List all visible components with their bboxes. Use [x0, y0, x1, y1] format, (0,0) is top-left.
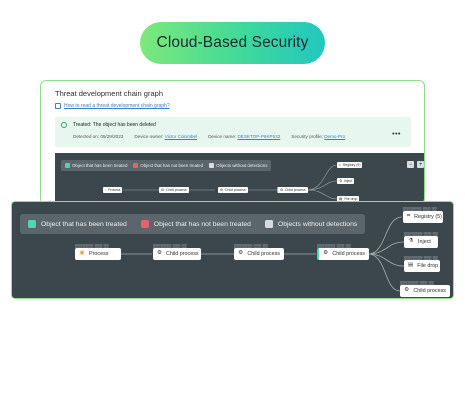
gear-icon: ⚙ — [157, 250, 162, 257]
node-file-drop-label: File drop — [417, 263, 439, 269]
node-inject-label: Inject — [418, 239, 431, 245]
node-child-1-label: Child process — [165, 251, 199, 257]
device-owner-link[interactable]: Victor Colombel — [164, 134, 198, 139]
legend-treated-label: Object that has been treated — [41, 220, 127, 228]
mini-legend-treated: Object that has been treated — [65, 163, 127, 169]
node-file-drop[interactable]: ▤ File drop — [404, 260, 440, 272]
no-detection-swatch — [209, 163, 215, 169]
registry-icon: ⌗ — [407, 213, 411, 220]
security-profile-link[interactable]: Demo-Pro — [324, 134, 346, 139]
gear-icon: ⚙ — [323, 250, 329, 257]
mini-legend: Object that has been treated Object that… — [61, 160, 272, 171]
device-owner-label: Device owner: — [134, 134, 164, 139]
legend-no-detection: Objects without detections — [264, 220, 358, 228]
node-registry[interactable]: ⌗ Registry (5) — [403, 211, 443, 223]
file-icon: ▤ — [408, 262, 414, 269]
zoom-controls: − + — [407, 161, 424, 168]
node-caption: ▒▒▒▒▒▒▒ ▒▒▒ ▒▒ — [234, 244, 268, 248]
node-caption: ▒▒▒▒▒▒▒ ▒▒▒ ▒▒ — [404, 232, 438, 236]
treated-banner: Treated: The object has been deleted Det… — [55, 117, 411, 147]
hero-title-pill: Cloud-Based Security — [140, 22, 325, 64]
gear-icon: ⚙ — [238, 250, 244, 257]
gear-icon: ⚙ — [280, 188, 284, 192]
inject-icon: ⚗ — [339, 179, 343, 183]
no-detection-swatch — [264, 220, 273, 228]
node-caption: ▒▒▒▒▒▒▒ ▒▒▒ ▒▒ — [75, 244, 109, 248]
mini-legend-not-treated: Object that has not been treated — [133, 163, 203, 169]
file-icon: ▤ — [339, 197, 343, 201]
node-process[interactable]: ▣ Process — [75, 248, 121, 260]
zoom-out-button[interactable]: − — [407, 161, 414, 168]
gear-icon: ⚙ — [404, 287, 410, 294]
device-name: Device name: DESKTOP-P6KP532 — [208, 134, 280, 139]
device-name-label: Device name: — [208, 134, 237, 139]
node-child-process-3[interactable]: ⚙ Child process — [317, 248, 369, 260]
node-caption: ▒▒▒▒▒▒▒ ▒▒▒ ▒▒ — [403, 207, 437, 211]
threat-graph-zoomed[interactable]: Object that has been treated Object that… — [11, 201, 454, 299]
help-link-label: How to read a threat development chain g… — [64, 103, 170, 109]
process-icon: ▣ — [79, 250, 85, 257]
inject-icon: ⚗ — [408, 238, 414, 245]
external-link-icon — [55, 103, 61, 109]
treated-swatch — [28, 220, 36, 228]
node-child-3-label: Child process — [332, 251, 365, 257]
legend-no-detection-label: Objects without detections — [277, 220, 358, 228]
node-child-process-4[interactable]: ⚙ Child process — [400, 285, 450, 297]
mini-legend-no-detection: Objects without detections — [209, 163, 267, 169]
mini-node-child-1[interactable]: ⚙Child process — [159, 187, 189, 193]
registry-icon: ⌗ — [339, 163, 341, 167]
node-child-process-1[interactable]: ⚙ Child process — [153, 248, 201, 260]
device-name-link[interactable]: DESKTOP-P6KP532 — [237, 134, 281, 139]
hero-title: Cloud-Based Security — [156, 34, 309, 51]
treated-swatch — [65, 163, 70, 169]
security-profile-label: Security profile: — [291, 134, 323, 139]
check-circle-icon — [61, 122, 67, 128]
node-inject[interactable]: ⚗ Inject — [404, 236, 438, 248]
mini-node-child-3[interactable]: ⚙Child process — [277, 187, 308, 193]
not-treated-swatch — [133, 163, 139, 169]
legend-not-treated-label: Object that has not been treated — [153, 220, 251, 228]
node-caption: ▒▒▒▒▒▒▒ ▒▒▒ ▒▒ — [153, 244, 187, 248]
node-caption: ▒▒▒▒▒▒▒ ▒▒▒ ▒▒ — [404, 256, 438, 260]
mini-node-inject[interactable]: ⚗Inject — [337, 178, 355, 184]
node-caption: ▒▒▒▒▒▒▒ ▒▒▒ ▒▒ — [400, 281, 434, 285]
mini-node-file-drop[interactable]: ▤File drop — [337, 196, 360, 202]
device-owner: Device owner: Victor Colombel — [134, 134, 197, 139]
node-child-process-2[interactable]: ⚙ Child process — [234, 248, 284, 260]
detection-meta: Detected on: 09/29/2023 Device owner: Vi… — [73, 134, 345, 139]
node-child-4-label: Child process — [413, 288, 446, 294]
node-process-label: Process — [89, 251, 109, 257]
gear-icon: ⚙ — [161, 188, 165, 192]
process-icon: ▪ — [105, 188, 107, 192]
legend-treated: Object that has been treated — [28, 220, 127, 228]
node-caption: ▒▒▒▒▒▒▒ ▒▒▒ ▒▒ — [317, 244, 351, 248]
help-link[interactable]: How to read a threat development chain g… — [55, 103, 170, 109]
gear-icon: ⚙ — [220, 188, 224, 192]
mini-node-process[interactable]: ▪Process — [103, 187, 123, 193]
graph-legend: Object that has been treated Object that… — [20, 214, 366, 234]
threat-chain-card: Threat development chain graph How to re… — [40, 80, 425, 205]
security-profile: Security profile: Demo-Pro — [291, 134, 345, 139]
mini-graph[interactable]: Object that has been treated Object that… — [55, 153, 424, 204]
legend-not-treated: Object that has not been treated — [140, 220, 251, 228]
detected-on: Detected on: 09/29/2023 — [73, 134, 124, 139]
card-title: Threat development chain graph — [55, 89, 163, 98]
mini-edges — [123, 164, 338, 200]
more-options-button[interactable]: ••• — [392, 131, 401, 138]
treated-status: Treated: The object has been deleted — [73, 122, 156, 128]
not-treated-swatch — [140, 220, 149, 228]
graph-edges — [120, 216, 405, 292]
node-registry-label: Registry (5) — [414, 214, 442, 220]
mini-node-child-2[interactable]: ⚙Child process — [218, 187, 248, 193]
zoom-in-button[interactable]: + — [417, 161, 424, 168]
node-child-2-label: Child process — [247, 251, 280, 257]
mini-node-registry[interactable]: ⌗Registry (5) — [337, 162, 363, 168]
